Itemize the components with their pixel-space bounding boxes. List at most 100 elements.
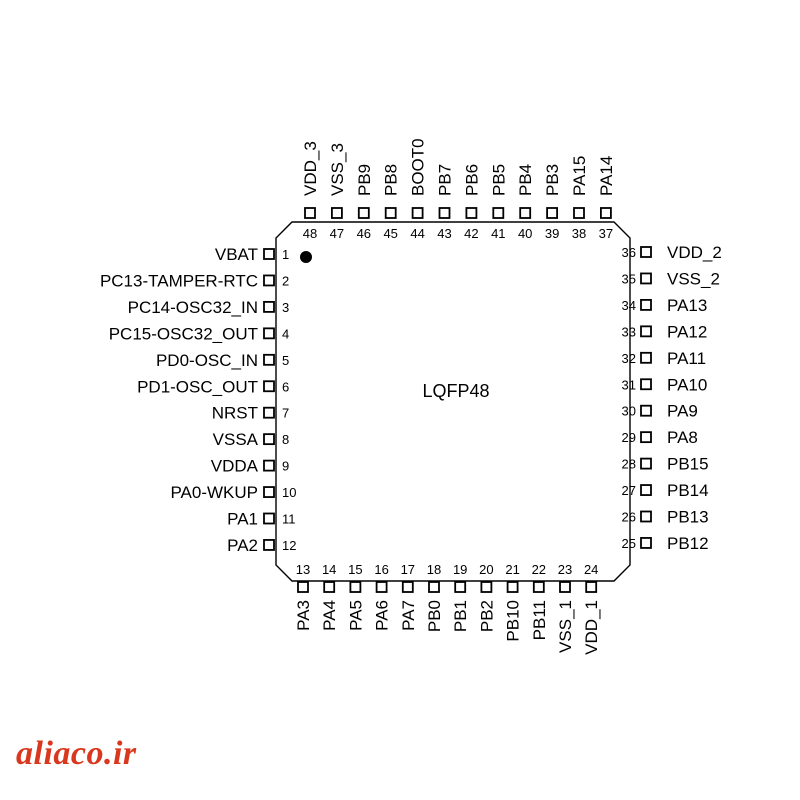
pin-29-pad bbox=[640, 431, 652, 444]
pin-41-label: PB5 bbox=[489, 164, 508, 196]
pin-7-pad bbox=[263, 406, 275, 419]
pin-18-label: PB0 bbox=[425, 600, 444, 632]
pin-14-label: PA4 bbox=[320, 600, 339, 631]
pin-3-number: 3 bbox=[282, 300, 289, 315]
pin-16-label: PA6 bbox=[373, 600, 392, 631]
pin-12-pad bbox=[263, 539, 275, 551]
pin-18-pad bbox=[428, 581, 440, 593]
pin-23-number: 23 bbox=[558, 562, 572, 577]
pin-22-number: 22 bbox=[532, 562, 546, 577]
pin-7-number: 7 bbox=[282, 406, 289, 421]
pin-11-pad bbox=[263, 512, 275, 525]
pin-42-label: PB6 bbox=[462, 164, 481, 196]
pin-30-label: PA9 bbox=[667, 402, 698, 421]
pin-34-pad bbox=[640, 298, 652, 311]
pin-23-label: VSS_1 bbox=[556, 600, 575, 653]
pin-10-pad bbox=[263, 486, 275, 498]
pin-10-number: 10 bbox=[282, 485, 296, 500]
pin-1-pad bbox=[263, 248, 275, 260]
pin-48-number: 48 bbox=[303, 226, 317, 241]
pin-16-number: 16 bbox=[374, 562, 388, 577]
pin-24-pad bbox=[585, 581, 598, 593]
pin-10-label: PA0-WKUP bbox=[170, 483, 258, 502]
pin-20-pad bbox=[480, 581, 493, 593]
pin-28-number: 28 bbox=[622, 457, 636, 472]
pin-21-number: 21 bbox=[505, 562, 519, 577]
pin-3-label: PC14-OSC32_IN bbox=[128, 298, 258, 317]
pin-2-label: PC13-TAMPER-RTC bbox=[100, 271, 258, 290]
pin-33-pad bbox=[640, 325, 652, 338]
pin-21-pad bbox=[506, 581, 519, 593]
pin-15-label: PA5 bbox=[346, 600, 365, 631]
pin-18-number: 18 bbox=[427, 562, 441, 577]
pin-29-number: 29 bbox=[622, 430, 636, 445]
pin-46-label: PB9 bbox=[355, 164, 374, 196]
pin-5-pad bbox=[263, 353, 275, 366]
pin-46-number: 46 bbox=[357, 226, 371, 241]
pin-41-pad bbox=[492, 207, 505, 219]
pin-23-pad bbox=[559, 581, 571, 593]
pin-9-number: 9 bbox=[282, 459, 289, 474]
chip-body bbox=[275, 221, 631, 582]
pin-2-number: 2 bbox=[282, 273, 289, 288]
pin-34-label: PA13 bbox=[667, 296, 707, 315]
pin-12-label: PA2 bbox=[227, 536, 258, 555]
pin-38-pad bbox=[573, 207, 585, 219]
pin-25-pad bbox=[640, 537, 652, 549]
pin-2-pad bbox=[263, 274, 275, 287]
pin-8-pad bbox=[263, 433, 275, 446]
pin-28-pad bbox=[640, 457, 652, 470]
pin-4-number: 4 bbox=[282, 326, 289, 341]
pin-35-pad bbox=[640, 272, 652, 285]
pin-27-pad bbox=[640, 484, 652, 496]
pin-6-label: PD1-OSC_OUT bbox=[137, 377, 258, 396]
pin-48-pad bbox=[304, 207, 316, 219]
pin-31-label: PA10 bbox=[667, 375, 707, 394]
pin-13-pad bbox=[297, 581, 309, 593]
pin-36-label: VDD_2 bbox=[667, 243, 722, 262]
pin-13-label: PA3 bbox=[294, 600, 313, 631]
pin-32-pad bbox=[640, 351, 652, 364]
pin-9-label: VDDA bbox=[211, 457, 259, 476]
pin-39-number: 39 bbox=[545, 226, 559, 241]
pin-27-label: PB14 bbox=[667, 481, 709, 500]
pin-38-number: 38 bbox=[572, 226, 586, 241]
pin-26-label: PB13 bbox=[667, 508, 709, 527]
pin-34-number: 34 bbox=[622, 298, 636, 313]
pin-13-number: 13 bbox=[296, 562, 310, 577]
pin-19-pad bbox=[454, 581, 467, 593]
pin-44-pad bbox=[411, 207, 424, 219]
pin-17-pad bbox=[401, 581, 414, 593]
pin-3-pad bbox=[263, 300, 275, 313]
pin-15-pad bbox=[349, 581, 362, 593]
pin-45-label: PB8 bbox=[382, 164, 401, 196]
pin-6-pad bbox=[263, 380, 275, 393]
pin-4-pad bbox=[263, 327, 275, 340]
pin-30-pad bbox=[640, 404, 652, 417]
pin-40-label: PB4 bbox=[516, 164, 535, 196]
pin-26-pad bbox=[640, 510, 652, 523]
pin-22-label: PB11 bbox=[530, 600, 549, 640]
pin-33-label: PA12 bbox=[667, 322, 707, 341]
pin-47-number: 47 bbox=[330, 226, 344, 241]
pin-36-number: 36 bbox=[622, 245, 636, 260]
pin-37-number: 37 bbox=[599, 226, 613, 241]
pin-38-label: PA15 bbox=[570, 156, 589, 196]
pin-8-label: VSSA bbox=[213, 430, 259, 449]
pin-39-pad bbox=[546, 207, 558, 219]
pin-43-pad bbox=[438, 207, 451, 219]
pin-46-pad bbox=[357, 207, 370, 219]
pin-43-label: PB7 bbox=[436, 164, 455, 196]
pin-44-label: BOOT0 bbox=[409, 138, 428, 196]
pin-37-label: PA14 bbox=[597, 156, 616, 196]
pin-31-number: 31 bbox=[622, 377, 636, 392]
pin-42-pad bbox=[465, 207, 478, 219]
pin-35-label: VSS_2 bbox=[667, 269, 720, 288]
pin-19-label: PB1 bbox=[451, 600, 470, 632]
pin-24-number: 24 bbox=[584, 562, 598, 577]
pin-9-pad bbox=[263, 459, 275, 472]
pin-47-label: VSS_3 bbox=[328, 143, 347, 196]
pin-5-number: 5 bbox=[282, 353, 289, 368]
pin-47-pad bbox=[330, 207, 343, 219]
